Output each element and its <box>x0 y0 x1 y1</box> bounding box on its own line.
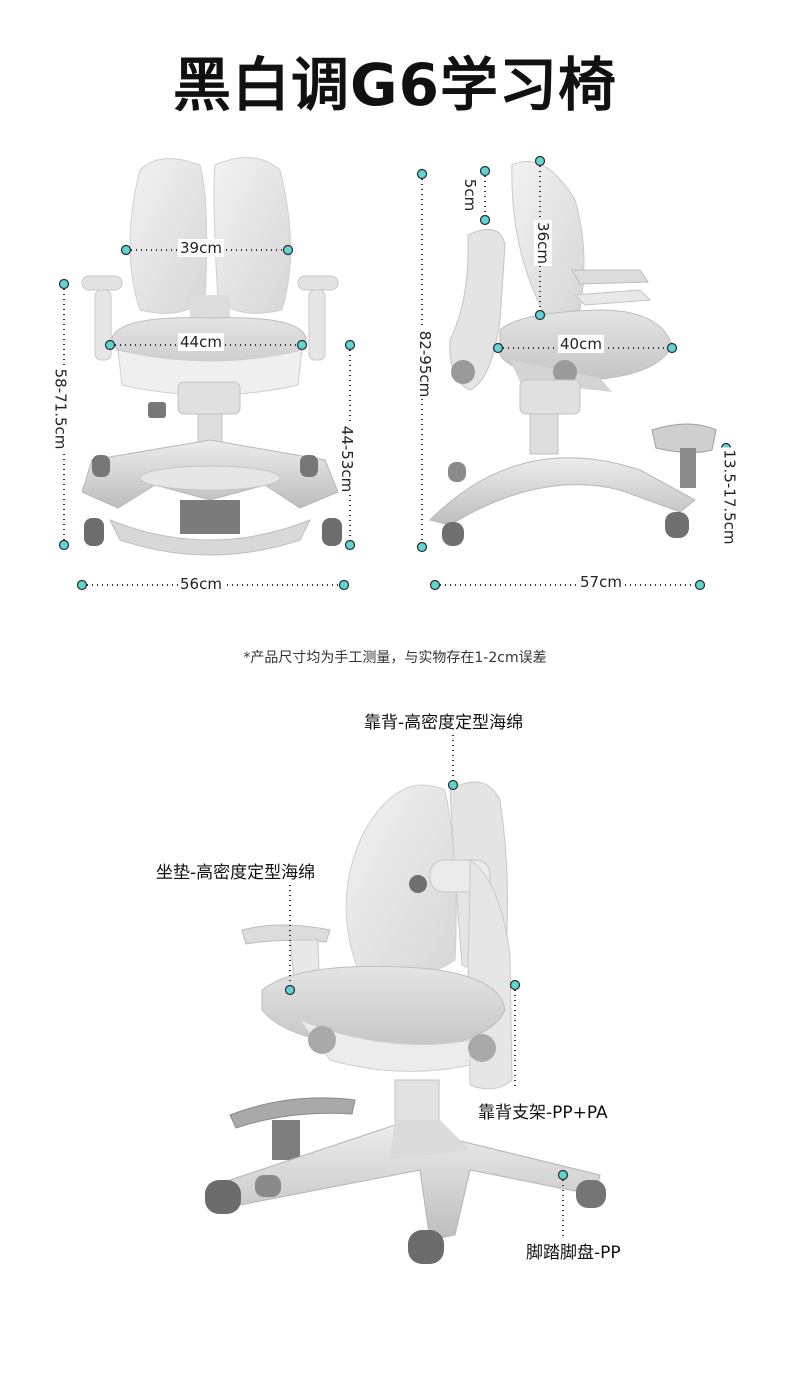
front-view-chair <box>81 157 342 556</box>
dim-front-base-width: 56cm <box>178 575 224 593</box>
callout-backrest: 靠背-高密度定型海绵 <box>364 713 524 733</box>
dim-front-seat-height: 44-53cm <box>338 423 357 495</box>
callout-footrest: 脚踏脚盘-PP <box>526 1243 621 1263</box>
measurement-note: *产品尺寸均为手工测量，与实物存在1-2cm误差 <box>243 650 547 666</box>
callout-frame: 靠背支架-PP+PA <box>478 1103 608 1123</box>
dim-side-base-depth: 57cm <box>578 573 624 591</box>
page-title: 黑白调G6学习椅 <box>173 51 617 119</box>
dim-side-total-height: 82-95cm <box>416 328 435 400</box>
callout-cushion: 坐垫-高密度定型海绵 <box>156 863 316 883</box>
perspective-chair <box>205 781 606 1264</box>
dim-front-height: 58-71.5cm <box>51 366 70 452</box>
dim-side-seat-depth: 40cm <box>558 335 604 353</box>
dim-side-footrest-height: 13.5-17.5cm <box>720 447 739 547</box>
dim-side-headrest-adjust: 5cm <box>461 176 480 214</box>
dim-side-back-height: 36cm <box>533 220 552 266</box>
dim-front-seat-width: 44cm <box>178 333 224 351</box>
side-view-chair <box>429 161 717 546</box>
dim-front-back-width: 39cm <box>178 239 224 257</box>
